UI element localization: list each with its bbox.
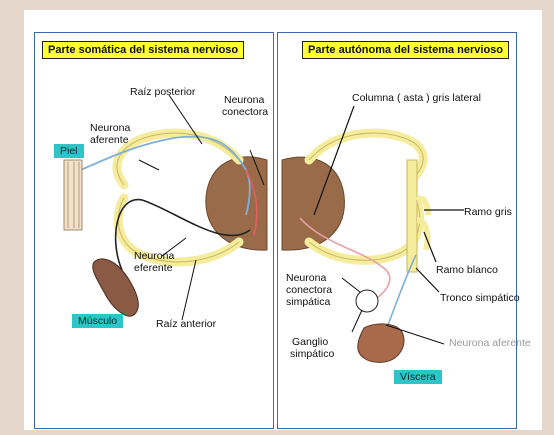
gray-ramus-label: Ramo gris: [464, 206, 512, 218]
afferent-neuron-label-line2: aferente: [90, 134, 129, 146]
sympathetic-ganglion-label-line1: Ganglio: [292, 336, 328, 348]
sympathetic-connector-label-line1: Neurona: [286, 272, 326, 284]
skin-tag: Piel: [54, 144, 84, 158]
somatic-title: Parte somática del sistema nervioso: [42, 41, 244, 59]
lateral-gray-column-label: Columna ( asta ) gris lateral: [352, 92, 481, 104]
autonomic-title: Parte autónoma del sistema nervioso: [302, 41, 509, 59]
anterior-root-label: Raíz anterior: [156, 318, 216, 330]
sympathetic-ganglion-label-line2: simpático: [290, 348, 334, 360]
efferent-neuron-label-line2: eferente: [134, 262, 173, 274]
posterior-root-label: Raíz posterior: [130, 86, 195, 98]
sympathetic-trunk-label: Tronco simpático: [440, 292, 520, 304]
sympathetic-connector-label-line2: conectora: [286, 284, 332, 296]
diagram-board: Parte somática del sistema nervioso Part…: [24, 10, 542, 430]
sympathetic-connector-label-line3: simpática: [286, 296, 330, 308]
muscle-tag: Músculo: [72, 314, 123, 328]
white-ramus-label: Ramo blanco: [436, 264, 498, 276]
connector-neuron-label-line1: Neurona: [224, 94, 264, 106]
connector-neuron-label-line2: conectora: [222, 106, 268, 118]
visceral-afferent-label: Neurona aferente: [449, 337, 531, 349]
viscera-tag: Víscera: [394, 370, 442, 384]
afferent-neuron-label-line1: Neurona: [90, 122, 130, 134]
efferent-neuron-label-line1: Neurona: [134, 250, 174, 262]
